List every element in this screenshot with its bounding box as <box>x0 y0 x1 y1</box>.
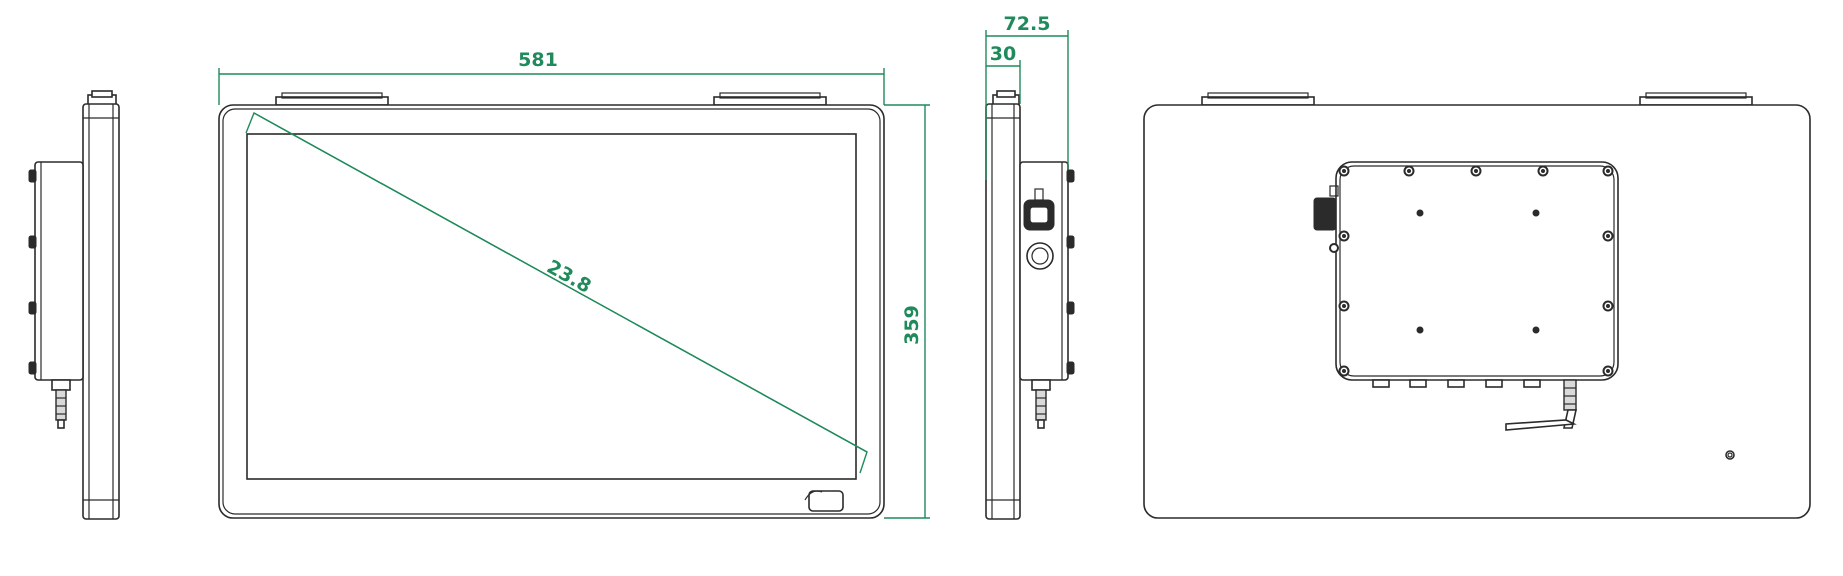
dimension-height: 359 <box>884 104 930 519</box>
front-top-handle-right <box>713 92 827 106</box>
rear-side-connector <box>1313 185 1339 253</box>
side-round-button <box>1026 242 1054 270</box>
front-view <box>218 92 885 519</box>
rear-box-screws <box>1338 165 1614 377</box>
left-side-view <box>28 90 120 520</box>
side-connector-port <box>1023 188 1055 231</box>
dimension-depth-panel: 30 <box>986 43 1021 104</box>
badge-reader-icon <box>804 490 844 512</box>
front-screen <box>246 133 857 480</box>
rear-bottom-ports <box>1372 379 1541 388</box>
rear-mounting-box <box>1335 161 1619 381</box>
dimension-height-label: 359 <box>901 305 923 345</box>
dimension-depth-total: 72.5 <box>985 13 1069 180</box>
rear-cable-connector <box>1505 379 1577 431</box>
front-top-handle-left <box>275 92 389 106</box>
rear-indicator <box>1725 450 1735 460</box>
right-side-view <box>985 90 1075 520</box>
dimension-width-label: 581 <box>518 49 558 71</box>
dimension-width: 581 <box>218 49 885 105</box>
dimension-depth-panel-label: 30 <box>990 43 1016 65</box>
rear-view <box>1143 92 1811 519</box>
dimension-depth-total-label: 72.5 <box>1004 13 1051 35</box>
